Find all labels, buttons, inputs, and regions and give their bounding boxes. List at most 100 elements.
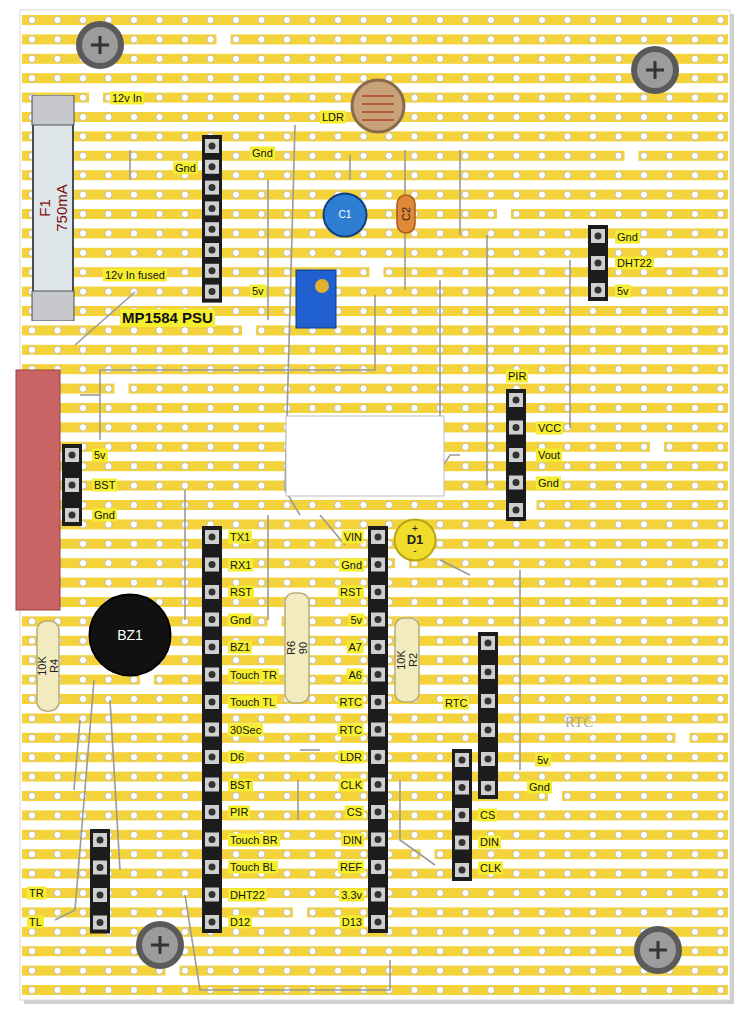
hole bbox=[207, 327, 214, 334]
hole bbox=[691, 113, 698, 120]
hole bbox=[411, 404, 418, 411]
hole bbox=[640, 773, 647, 780]
hole bbox=[640, 346, 647, 353]
hole bbox=[181, 385, 188, 392]
pin bbox=[205, 640, 219, 654]
hole bbox=[487, 909, 494, 916]
hole bbox=[436, 16, 443, 23]
hole bbox=[513, 773, 520, 780]
pin bbox=[371, 668, 385, 682]
hole bbox=[589, 521, 596, 528]
hole bbox=[181, 55, 188, 62]
pin bbox=[509, 393, 523, 407]
hole bbox=[462, 967, 469, 974]
hole bbox=[717, 889, 724, 896]
hole bbox=[462, 327, 469, 334]
hole bbox=[589, 16, 596, 23]
hole bbox=[258, 540, 265, 547]
hole bbox=[717, 754, 724, 761]
hole bbox=[717, 715, 724, 722]
hole bbox=[640, 792, 647, 799]
hole bbox=[28, 346, 35, 353]
hole bbox=[283, 579, 290, 586]
hole bbox=[105, 521, 112, 528]
hole bbox=[640, 579, 647, 586]
hole bbox=[666, 637, 673, 644]
hole bbox=[309, 404, 316, 411]
hole bbox=[334, 948, 341, 955]
pin-label: RST bbox=[228, 586, 254, 599]
hole bbox=[615, 598, 622, 605]
hole bbox=[309, 928, 316, 935]
hole bbox=[717, 986, 724, 993]
hole bbox=[54, 948, 61, 955]
pin-hole bbox=[209, 726, 216, 733]
hole bbox=[130, 870, 137, 877]
hole bbox=[462, 986, 469, 993]
hole bbox=[513, 249, 520, 256]
part-label: C1 bbox=[339, 209, 352, 221]
hole bbox=[258, 812, 265, 819]
hole bbox=[156, 94, 163, 101]
pin-label: RTC bbox=[338, 696, 364, 709]
hole bbox=[181, 94, 188, 101]
pin bbox=[65, 478, 79, 492]
hole bbox=[258, 172, 265, 179]
hole bbox=[258, 618, 265, 625]
hole bbox=[156, 133, 163, 140]
pin bbox=[371, 888, 385, 902]
hole bbox=[54, 986, 61, 993]
pin bbox=[481, 752, 495, 766]
hole bbox=[640, 94, 647, 101]
hole bbox=[666, 463, 673, 470]
hole bbox=[258, 94, 265, 101]
hole bbox=[385, 948, 392, 955]
pin bbox=[205, 805, 219, 819]
hole bbox=[462, 288, 469, 295]
hole bbox=[130, 812, 137, 819]
hole bbox=[105, 385, 112, 392]
hole bbox=[462, 133, 469, 140]
hole bbox=[640, 307, 647, 314]
hole bbox=[130, 851, 137, 858]
pin-label: RTC bbox=[443, 697, 469, 710]
hole bbox=[589, 366, 596, 373]
hole bbox=[156, 501, 163, 508]
pin-hole bbox=[375, 699, 382, 706]
hole bbox=[105, 986, 112, 993]
hole bbox=[207, 55, 214, 62]
hole bbox=[538, 36, 545, 43]
hole bbox=[666, 831, 673, 838]
hole bbox=[487, 113, 494, 120]
hole bbox=[283, 55, 290, 62]
pin-hole bbox=[595, 287, 602, 294]
hole bbox=[615, 560, 622, 567]
pin bbox=[481, 665, 495, 679]
part-label: 10K bbox=[395, 650, 407, 670]
hole bbox=[258, 521, 265, 528]
pin-label: Touch BR bbox=[228, 833, 280, 846]
part-label: BZ1 bbox=[117, 627, 143, 643]
pin-label: 12v In bbox=[110, 92, 144, 105]
hole bbox=[691, 327, 698, 334]
hole bbox=[487, 269, 494, 276]
hole bbox=[28, 754, 35, 761]
pin-label: 5v bbox=[615, 285, 631, 298]
pin-label: RTC bbox=[338, 723, 364, 736]
hole bbox=[79, 152, 86, 159]
pin-label: Gnd bbox=[228, 613, 253, 626]
hole bbox=[309, 55, 316, 62]
hole bbox=[691, 55, 698, 62]
hole bbox=[258, 637, 265, 644]
hole bbox=[615, 948, 622, 955]
part-text: 10KR4 bbox=[36, 656, 60, 676]
hole bbox=[105, 948, 112, 955]
hole bbox=[283, 734, 290, 741]
hole bbox=[640, 851, 647, 858]
screw-head bbox=[640, 932, 676, 968]
hole bbox=[232, 113, 239, 120]
hole bbox=[436, 986, 443, 993]
hole bbox=[334, 715, 341, 722]
pin-hole bbox=[485, 785, 492, 792]
hole bbox=[666, 715, 673, 722]
